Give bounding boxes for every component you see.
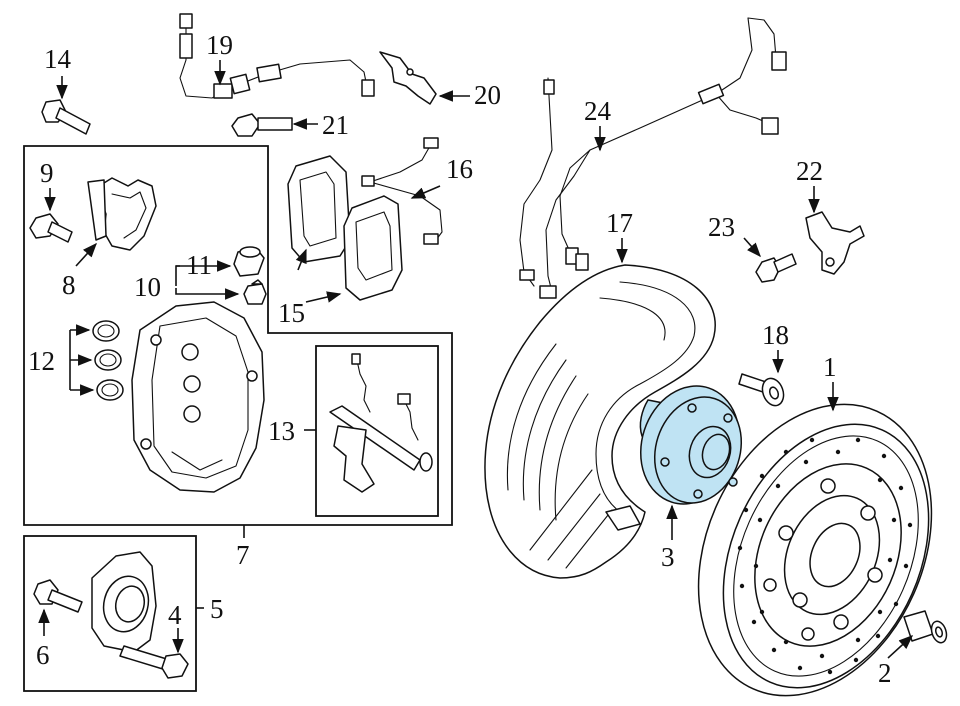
- hub-bolt: [738, 373, 785, 407]
- callout-9: 9: [40, 158, 54, 188]
- callout-12: 12: [28, 346, 55, 376]
- callout-23: 23: [708, 212, 735, 242]
- caliper-body: [131, 301, 265, 493]
- parking-brake-box: [23, 535, 197, 692]
- sensor-bracket: [805, 211, 865, 275]
- banjo-bolt: [231, 113, 293, 137]
- callout-10: 10: [134, 272, 161, 302]
- callout-21: 21: [322, 110, 349, 140]
- callout-3: 3: [661, 542, 675, 572]
- callout-18: 18: [762, 320, 789, 350]
- sensor-harness: [519, 17, 787, 299]
- callout-1: 1: [823, 352, 837, 382]
- parking-brake-assembly: [91, 551, 157, 653]
- pad-wear-sensor: [361, 137, 443, 245]
- caliper-group-box: [23, 145, 453, 526]
- dust-shield: [484, 264, 716, 579]
- callout-2: 2: [878, 658, 892, 688]
- callout-11: 11: [186, 250, 212, 280]
- callout-13: 13: [268, 416, 295, 446]
- bracket-bolt: [755, 253, 797, 283]
- brake-hose: [179, 13, 375, 99]
- wheel-hub: [639, 385, 743, 505]
- callout-19: 19: [206, 30, 233, 60]
- rotor-screw: [903, 610, 948, 644]
- callout-17: 17: [606, 208, 633, 238]
- callout-5: 5: [210, 594, 224, 624]
- callout-8: 8: [62, 270, 76, 300]
- callout-15: 15: [278, 298, 305, 328]
- callout-labels: 1 2 3 4 5 6 7 8 9 10 11 12 13 14 15 16 1…: [28, 30, 892, 688]
- brake-pads: [287, 155, 403, 301]
- callout-24: 24: [584, 96, 612, 126]
- callout-20: 20: [474, 80, 501, 110]
- hardware-kit-box: [315, 345, 439, 517]
- callout-7: 7: [236, 540, 250, 570]
- clip-screw: [29, 213, 73, 243]
- callout-22: 22: [796, 156, 823, 186]
- callout-16: 16: [446, 154, 473, 184]
- brake-rotor: [697, 403, 933, 697]
- hose-bracket: [379, 51, 437, 105]
- leader-lines: [38, 60, 914, 659]
- hardware-kit: [329, 353, 433, 493]
- parking-bolt-6: [33, 579, 83, 613]
- callout-6: 6: [36, 640, 50, 670]
- bleeder-screw: [243, 279, 267, 305]
- piston-seals: [92, 320, 124, 401]
- bleeder-cap: [233, 246, 265, 277]
- callout-14: 14: [44, 44, 72, 74]
- callout-4: 4: [168, 600, 182, 630]
- parking-bolt-4: [119, 645, 189, 679]
- caliper-bolt: [41, 99, 91, 135]
- caliper-clip: [87, 177, 157, 251]
